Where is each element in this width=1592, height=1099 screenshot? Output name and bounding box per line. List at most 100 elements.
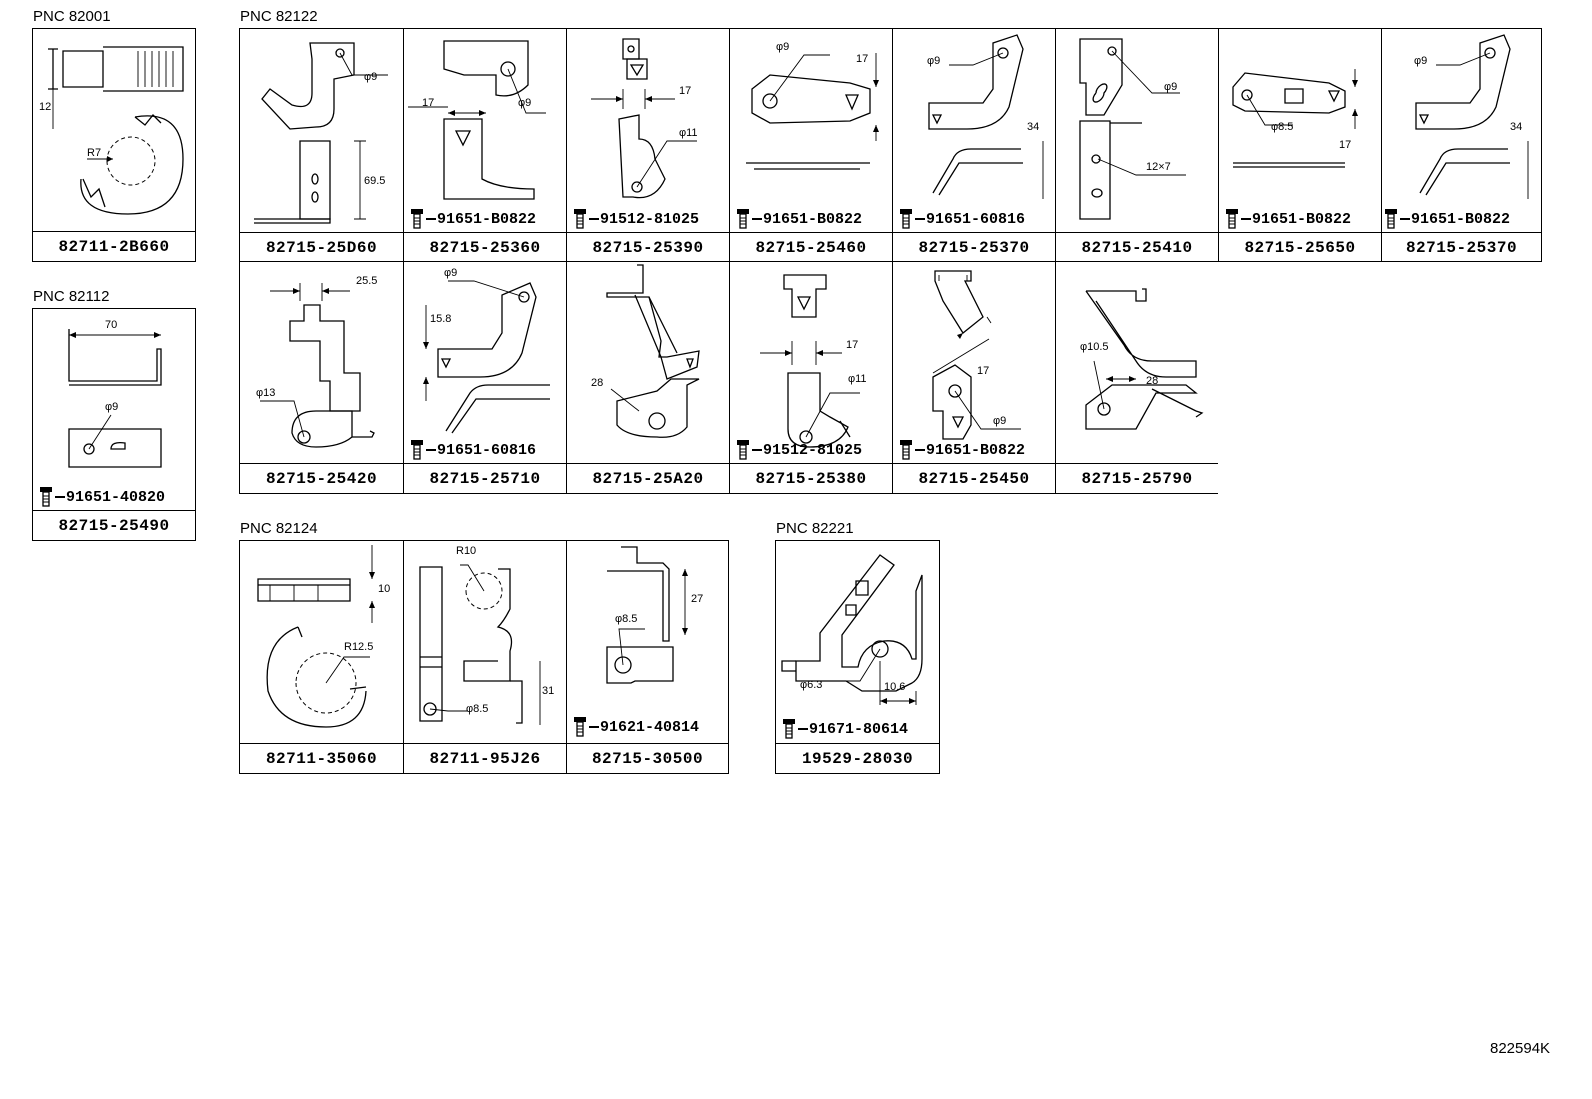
part-number[interactable]: 82715-25370 [893,232,1055,263]
part-number[interactable]: 82715-25D60 [240,232,403,263]
dimension-label: φ9 [444,267,458,279]
bolt-icon [900,440,912,460]
pnc-label: PNC 82112 [33,288,110,305]
dimension-label: 34 [1027,121,1040,133]
bolt-callout[interactable]: 91651-B0822 [410,209,536,229]
part-cell[interactable]: 27 φ8.5 91621-40814 82715-30500 [566,541,728,773]
dimension-label: φ9 [1414,55,1428,67]
dimension-label: φ9 [1164,81,1178,93]
dimension-label: 25.5 [356,275,378,287]
part-cell[interactable]: 17 φ11 91512-81025 82715-25390 [566,29,729,261]
bracket-drawing-icon [1085,288,1204,430]
leader-line [798,728,808,730]
part-cell[interactable]: φ9 12×7 82715-25410 [1055,29,1218,261]
bracket-drawing-icon [928,34,1044,199]
part-number[interactable]: 82715-25390 [567,232,729,263]
dimension-label: φ9 [927,55,941,67]
part-cell[interactable]: φ8.5 17 91651-B0822 82715-25650 [1218,29,1381,261]
part-cell[interactable]: 25.5 φ13 82715-25420 [240,261,403,493]
part-number[interactable]: 82715-25370 [1382,232,1541,263]
part-number[interactable]: 82715-25A20 [567,463,729,494]
bolt-part-number: 91651-B0822 [437,210,537,228]
bracket-drawing-icon [746,53,879,170]
part-cell[interactable]: φ10.5 28 82715-25790 [1055,261,1218,493]
bracket-drawing-icon [1415,34,1529,199]
part-cell[interactable]: 17 φ9 91651-B0822 82715-25450 [892,261,1055,493]
dimension-label: 17 [1339,139,1352,151]
part-cell[interactable]: 17 φ11 91512-81025 82715-25380 [729,261,892,493]
part-cell[interactable]: φ9 69.5 82715-25D60 [240,29,403,261]
part-cell[interactable]: φ9 15.8 91651-60816 82715-25710 [403,261,566,493]
part-cell[interactable]: 12 R7 82711-2B660 [33,29,195,261]
bracket-drawing-icon [781,554,923,705]
dimension-label: 12 [39,101,52,113]
bracket-drawing-icon [1232,69,1358,168]
part-cell[interactable]: φ6.3 10.6 91671-80614 19529-28030 [776,541,939,773]
clamp-drawing-icon [257,545,375,728]
dimension-label: R7 [87,147,102,159]
part-group-82122: φ9 69.5 82715-25D60 17 φ9 91651-B0822 82… [239,28,1543,497]
part-number[interactable]: 82715-25360 [404,232,566,263]
leader-line [1241,218,1251,220]
part-number[interactable]: 82711-35060 [240,743,403,774]
dimension-label: φ11 [848,373,867,385]
part-group-82221: φ6.3 10.6 91671-80614 19529-28030 [775,540,940,774]
part-cell[interactable]: R10 31 φ8.5 82711-95J26 [403,541,566,773]
bolt-part-number: 91512-81025 [763,441,863,459]
dimension-label: 17 [856,53,869,65]
dimension-label: 15.8 [430,313,452,325]
leader-line [589,726,599,728]
bolt-callout[interactable]: 91512-81025 [736,440,862,460]
dimension-label: φ8.5 [466,703,489,715]
bolt-callout[interactable]: 91621-40814 [573,717,699,737]
part-number[interactable]: 82715-25450 [893,463,1055,494]
part-cell[interactable]: φ9 34 91651-60816 82715-25370 [892,29,1055,261]
leader-line [589,218,599,220]
bolt-callout[interactable]: 91512-81025 [573,209,699,229]
dimension-label: 10 [378,583,391,595]
bolt-part-number: 91512-81025 [600,210,700,228]
clamp-drawing-icon [419,564,541,725]
part-number[interactable]: 82715-25650 [1219,232,1381,263]
part-number[interactable]: 82715-30500 [567,743,728,774]
dimension-label: 34 [1510,121,1523,133]
dimension-label: R10 [456,545,477,557]
part-group-82124: 10 R12.5 82711-35060 R10 31 φ8.5 82711-9… [239,540,729,774]
part-number[interactable]: 19529-28030 [776,743,939,774]
part-cell[interactable]: φ9 34 91651-B0822 82715-25370 [1381,29,1541,261]
part-cell[interactable]: 10 R12.5 82711-35060 [240,541,403,773]
part-number[interactable]: 82715-25410 [1056,232,1218,263]
part-cell[interactable]: 17 φ9 91651-B0822 82715-25360 [403,29,566,261]
leader-line [915,449,925,451]
part-number[interactable]: 82715-25490 [33,510,195,541]
part-cell[interactable]: φ9 17 91651-B0822 82715-25460 [729,29,892,261]
dimension-label: 31 [542,685,555,697]
part-number[interactable]: 82711-95J26 [404,743,566,774]
bolt-callout[interactable]: 91651-60816 [410,440,536,460]
leader-line [752,218,762,220]
dimension-label: φ9 [776,41,790,53]
leader-line [752,449,762,451]
part-number[interactable]: 82715-25790 [1056,463,1218,494]
dimension-label: 10.6 [884,681,906,693]
bracket-drawing-icon [254,42,388,224]
bolt-icon [737,440,749,460]
part-cell[interactable]: 28 82715-25A20 [566,261,729,493]
bolt-callout[interactable]: 91651-B0822 [1384,209,1510,229]
bolt-callout[interactable]: 91651-B0822 [899,440,1025,460]
part-number[interactable]: 82715-25710 [404,463,566,494]
bolt-callout[interactable]: 91651-B0822 [1225,209,1351,229]
dimension-label: 12×7 [1146,161,1171,173]
bracket-drawing-icon [591,38,697,199]
bolt-callout[interactable]: 91671-80614 [782,719,908,739]
part-number[interactable]: 82711-2B660 [33,231,195,262]
pnc-label: PNC 82124 [240,520,318,537]
bolt-part-number: 91621-40814 [600,718,700,736]
part-number[interactable]: 82715-25380 [730,463,892,494]
bolt-callout[interactable]: 91651-B0822 [736,209,862,229]
bolt-callout[interactable]: 91651-40820 [39,487,165,507]
part-cell[interactable]: 70 φ9 91651-40820 82715-25490 [33,309,195,540]
bolt-callout[interactable]: 91651-60816 [899,209,1025,229]
part-number[interactable]: 82715-25460 [730,232,892,263]
part-number[interactable]: 82715-25420 [240,463,403,494]
